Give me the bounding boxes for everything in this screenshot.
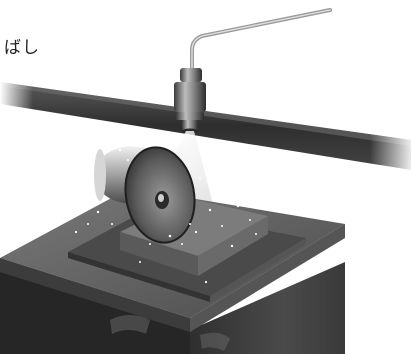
caption-text: ばし — [4, 33, 40, 58]
coolant-pipe — [192, 10, 330, 75]
